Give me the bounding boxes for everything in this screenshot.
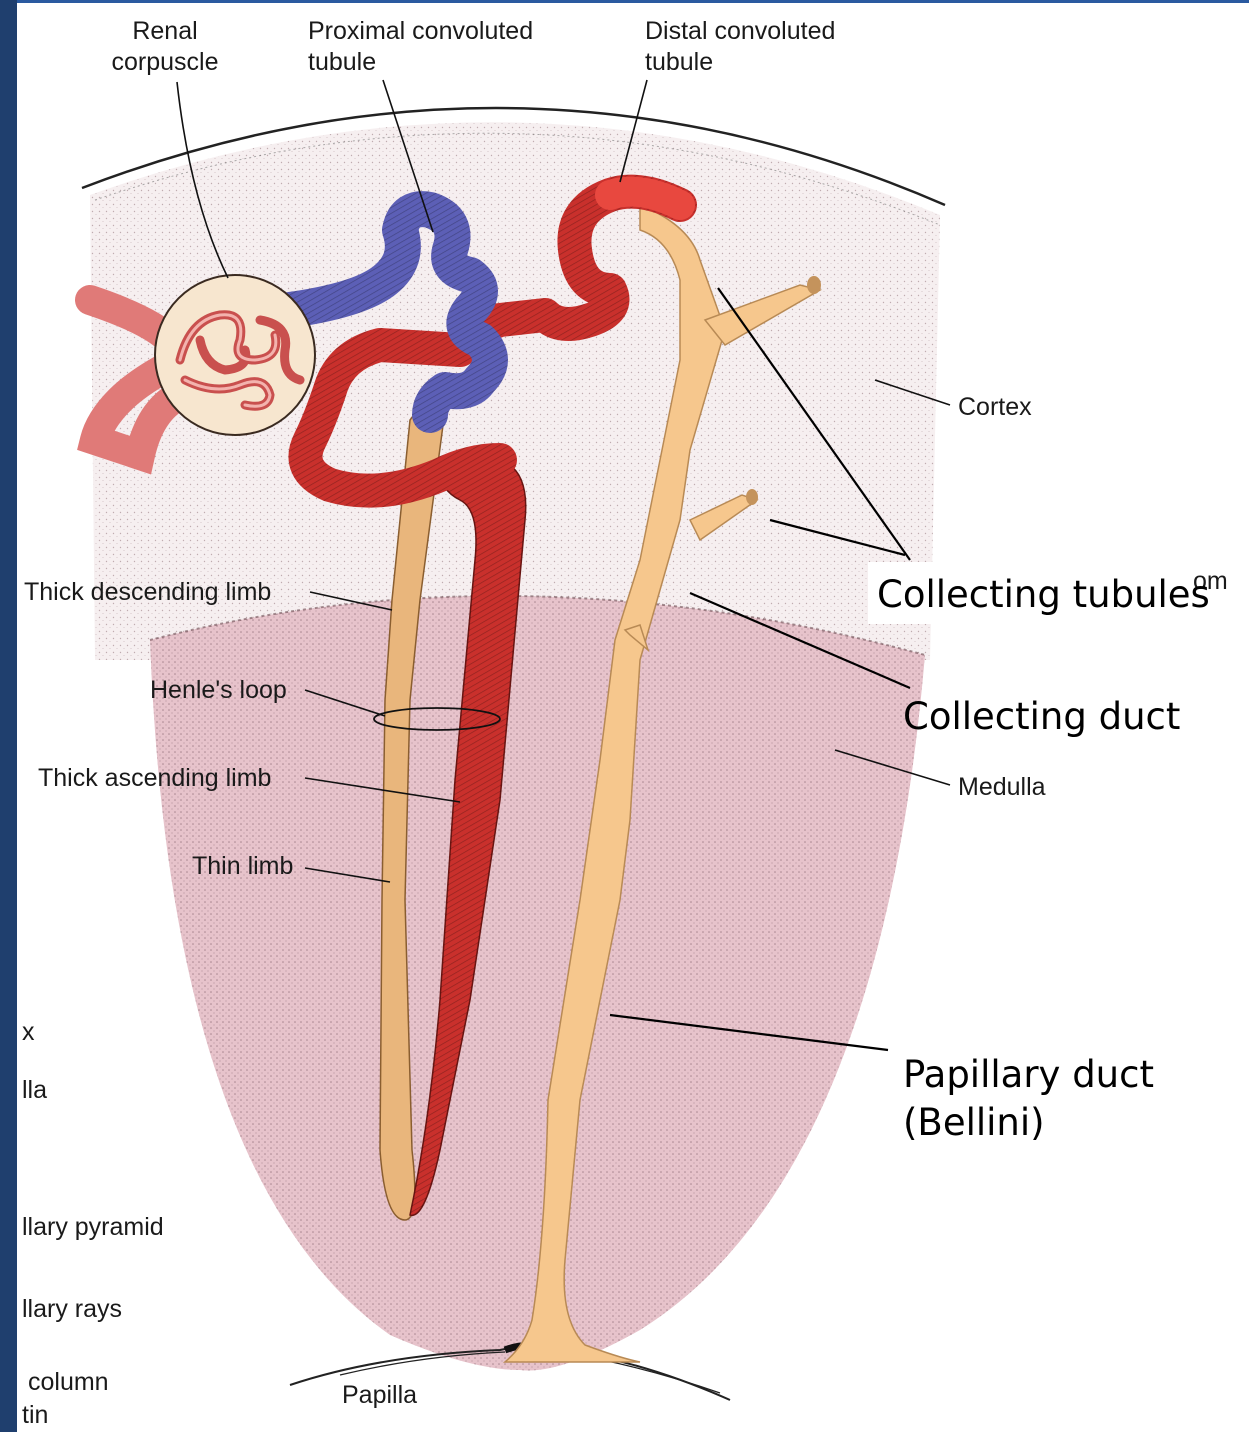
label-thick-ascending-limb: Thick ascending limb (38, 763, 271, 794)
left-fragment-5: column (28, 1367, 109, 1398)
label-proximal-convoluted-tubule: Proximal convoluted tubule (308, 16, 533, 78)
label-collecting-duct: Collecting duct (903, 694, 1180, 740)
label-medulla: Medulla (958, 772, 1046, 803)
left-fragment-2: lla (22, 1075, 47, 1106)
left-fragment-1: x (22, 1017, 35, 1048)
label-cortex: Cortex (958, 392, 1032, 423)
label-thick-descending-limb: Thick descending limb (24, 577, 271, 608)
label-collecting-tubules: Collecting tubules (877, 572, 1210, 618)
left-fragment-6: tin (22, 1400, 48, 1431)
label-papilla: Papilla (342, 1380, 417, 1411)
label-renal-corpuscle: Renal corpuscle (90, 16, 240, 78)
label-thin-limb: Thin limb (192, 851, 293, 882)
left-fragment-3: llary pyramid (22, 1212, 164, 1243)
left-fragment-4: llary rays (22, 1294, 122, 1325)
label-distal-convoluted-tubule: Distal convoluted tubule (645, 16, 835, 78)
label-henles-loop: Henle's loop (150, 675, 287, 706)
label-papillary-duct: Papillary duct (Bellini) (903, 1051, 1154, 1147)
